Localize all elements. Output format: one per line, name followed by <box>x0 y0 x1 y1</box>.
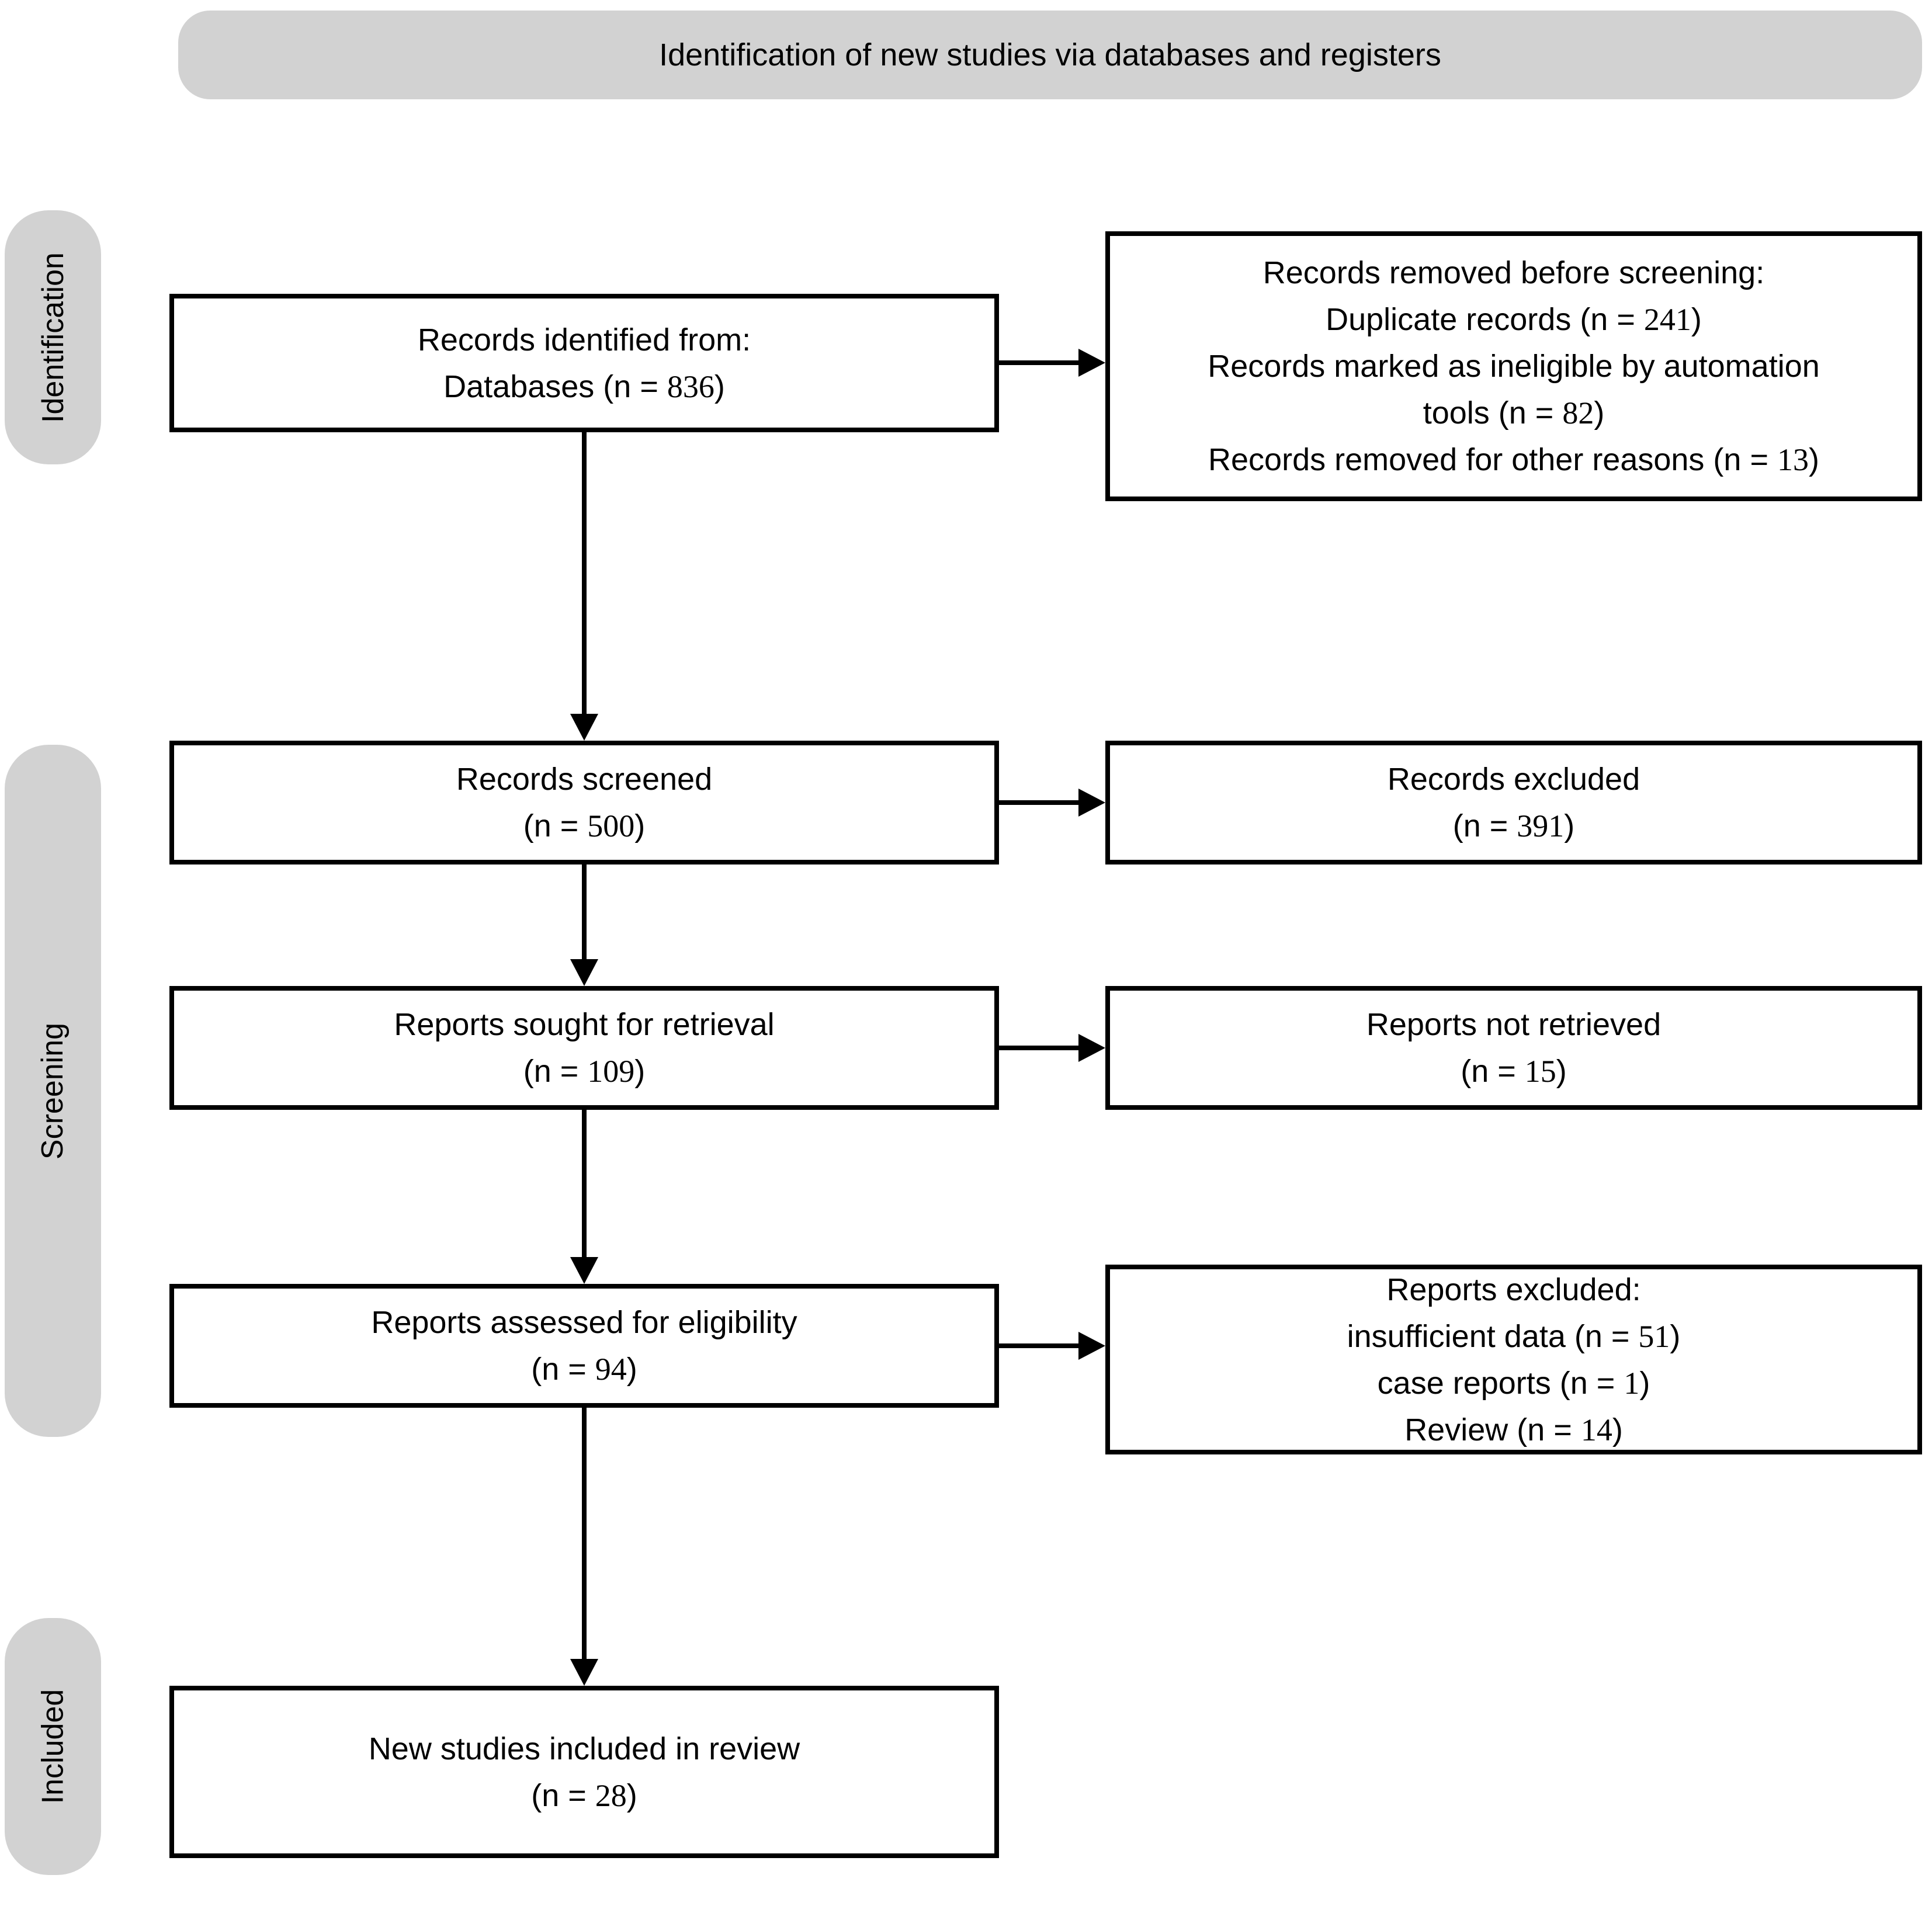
box-text-line: tools (n = 82) <box>1423 395 1605 430</box>
stage-label-identification-text: Identification <box>36 252 70 423</box>
arrow-screened-to-excluded-head <box>1078 789 1105 817</box>
arrow-assessed-to-included-line <box>582 1408 587 1659</box>
box-reports-sought: Reports sought for retrieval (n = 109) <box>169 986 999 1110</box>
stage-label-identification: Identification <box>5 210 101 464</box>
arrow-assessed-to-excluded-head <box>1078 1332 1105 1360</box>
box-text-line: Records excluded <box>1387 762 1640 797</box>
box-text-line: New studies included in review <box>368 1731 800 1766</box>
box-text-line: Databases (n = 836) <box>443 369 725 404</box>
arrow-assessed-to-excluded-line <box>999 1343 1082 1348</box>
box-records-screened: Records screened (n = 500) <box>169 741 999 864</box>
box-text-line: (n = 15) <box>1461 1054 1567 1089</box>
arrow-identified-to-screened-line <box>582 432 587 714</box>
arrow-sought-to-assessed-head <box>570 1257 598 1284</box>
box-records-excluded: Records excluded (n = 391) <box>1105 741 1922 864</box>
box-text-line: (n = 28) <box>531 1777 637 1813</box>
box-text-line: Records marked as ineligible by automati… <box>1208 349 1820 384</box>
arrow-screened-to-sought-head <box>570 959 598 986</box>
arrow-sought-to-not-retrieved-line <box>999 1046 1082 1050</box>
box-text-line: (n = 500) <box>523 808 646 843</box>
box-text-line: Records removed before screening: <box>1262 255 1765 290</box>
stage-label-included-text: Included <box>36 1689 70 1804</box>
box-text-line: Records identified from: <box>417 322 751 357</box>
box-reports-not-retrieved: Reports not retrieved (n = 15) <box>1105 986 1922 1110</box>
arrow-assessed-to-included-head <box>570 1659 598 1686</box>
box-reports-excluded: Reports excluded: insufficient data (n = … <box>1105 1265 1922 1454</box>
box-reports-assessed: Reports assessed for eligibility (n = 94) <box>169 1284 999 1408</box>
arrow-identified-to-screened-head <box>570 714 598 741</box>
arrow-screened-to-sought-line <box>582 864 587 959</box>
arrow-identified-to-removed-head <box>1078 349 1105 377</box>
box-text-line: case reports (n = 1) <box>1377 1365 1650 1401</box>
box-text-line: (n = 391) <box>1452 808 1575 843</box>
box-text-line: Duplicate records (n = 241) <box>1326 302 1702 337</box>
header-banner: Identification of new studies via databa… <box>178 11 1922 99</box>
box-text-line: Reports assessed for eligibility <box>371 1305 797 1340</box>
box-text-line: Records removed for other reasons (n = 1… <box>1208 442 1819 477</box>
box-text-line: (n = 109) <box>523 1054 646 1089</box>
header-title: Identification of new studies via databa… <box>659 37 1441 72</box>
box-new-studies-included: New studies included in review (n = 28) <box>169 1686 999 1858</box>
box-records-identified: Records identified from: Databases (n = 8… <box>169 294 999 432</box>
stage-label-included: Included <box>5 1618 101 1875</box>
box-text-line: Records screened <box>456 762 713 797</box>
stage-label-screening: Screening <box>5 745 101 1437</box>
box-text-line: Reports sought for retrieval <box>394 1007 775 1042</box>
arrow-screened-to-excluded-line <box>999 800 1082 805</box>
arrow-sought-to-not-retrieved-head <box>1078 1034 1105 1062</box>
arrow-sought-to-assessed-line <box>582 1110 587 1257</box>
box-text-line: (n = 94) <box>531 1352 637 1387</box>
box-text-line: insufficient data (n = 51) <box>1347 1318 1681 1354</box>
arrow-identified-to-removed-line <box>999 360 1082 365</box>
box-records-removed-before-screening: Records removed before screening: Duplica… <box>1105 231 1922 501</box>
box-text-line: Reports excluded: <box>1386 1272 1641 1307</box>
stage-label-screening-text: Screening <box>36 1022 70 1159</box>
box-text-line: Review (n = 14) <box>1404 1412 1623 1447</box>
box-text-line: Reports not retrieved <box>1366 1007 1662 1042</box>
